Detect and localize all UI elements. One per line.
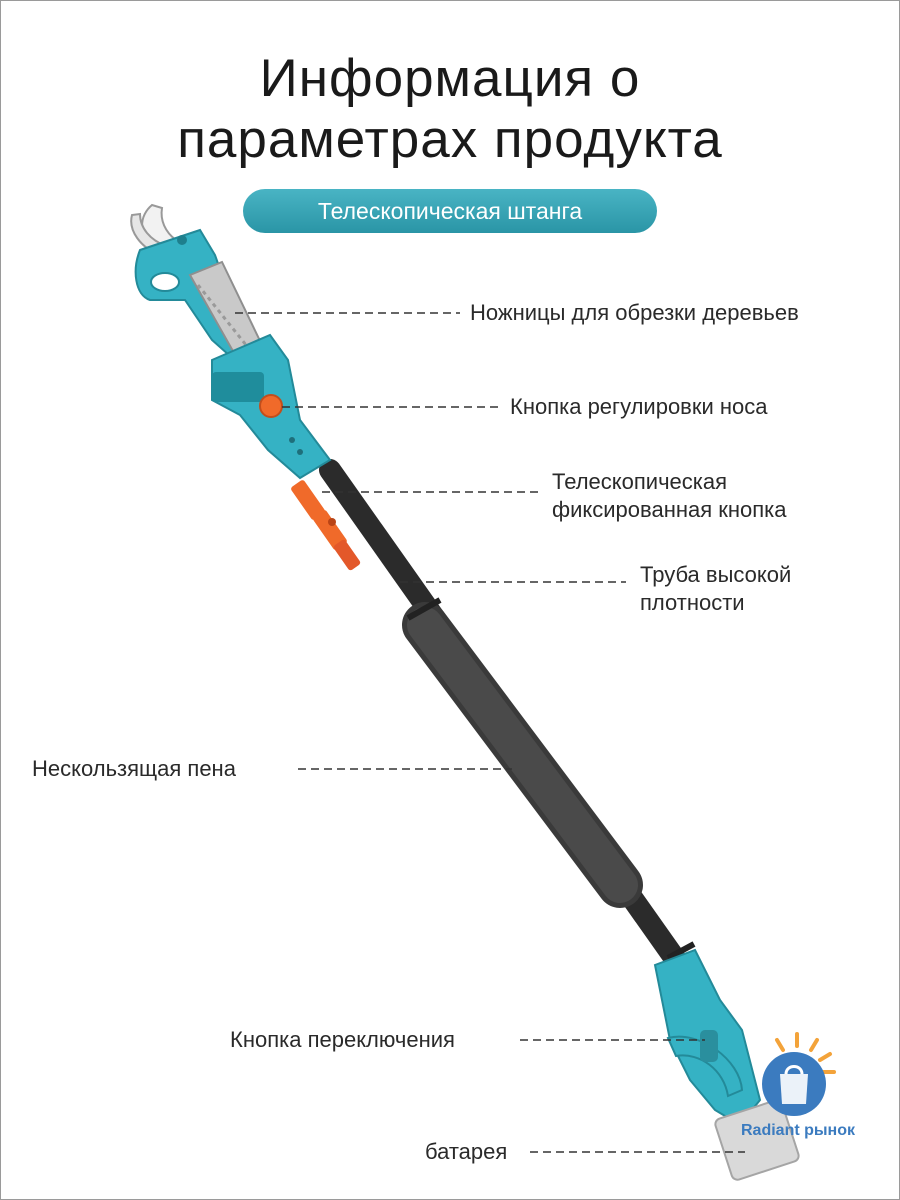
callout-nose-button-line-1: Кнопка регулировки носа — [510, 394, 768, 419]
battery-pack — [714, 1099, 800, 1181]
callout-battery: батарея — [425, 1138, 507, 1166]
callout-shears-line-1: Ножницы для обрезки деревьев — [470, 300, 799, 325]
brand-logo-icon — [762, 1032, 836, 1116]
callout-switch: Кнопка переключения — [230, 1026, 455, 1054]
callout-tube-line-1: Труба высокой — [640, 562, 792, 587]
page-title: Информация о параметрах продукта — [0, 48, 900, 170]
callout-battery-line-1: батарея — [425, 1139, 508, 1164]
callout-telescopic-lock-line-2: фиксированная кнопка — [552, 497, 787, 522]
title-line-2: параметрах продукта — [177, 110, 723, 169]
switch-trigger — [700, 1030, 718, 1062]
callout-shears: Ножницы для обрезки деревьев — [470, 299, 799, 327]
brand-logo-text: Radiant рынок — [741, 1122, 855, 1139]
callout-telescopic-lock-line-1: Телескопическая — [552, 469, 728, 494]
callout-foam-line-1: Нескользящая пена — [32, 756, 236, 781]
callout-telescopic-lock: Телескопическая фиксированная кнопка — [552, 468, 787, 524]
main-handle — [653, 948, 800, 1181]
telescopic-lock-clamps — [291, 480, 361, 571]
subtitle-badge: Телескопическая штанга — [243, 189, 657, 233]
title-line-1: Информация о — [259, 49, 641, 108]
switch-trigger-guard — [666, 1035, 744, 1098]
collar-ring-upper — [406, 597, 442, 621]
callout-tube: Труба высокой плотности — [640, 561, 791, 617]
nose-adjust-block — [211, 333, 332, 480]
nose-adjust-button — [259, 394, 283, 418]
callout-tube-line-2: плотности — [640, 590, 745, 615]
callout-nose-button: Кнопка регулировки носа — [510, 393, 768, 421]
pruner-head — [130, 203, 274, 374]
callout-switch-line-1: Кнопка переключения — [230, 1027, 455, 1052]
callout-foam: Нескользящая пена — [32, 755, 236, 783]
collar-ring-lower — [666, 941, 696, 961]
